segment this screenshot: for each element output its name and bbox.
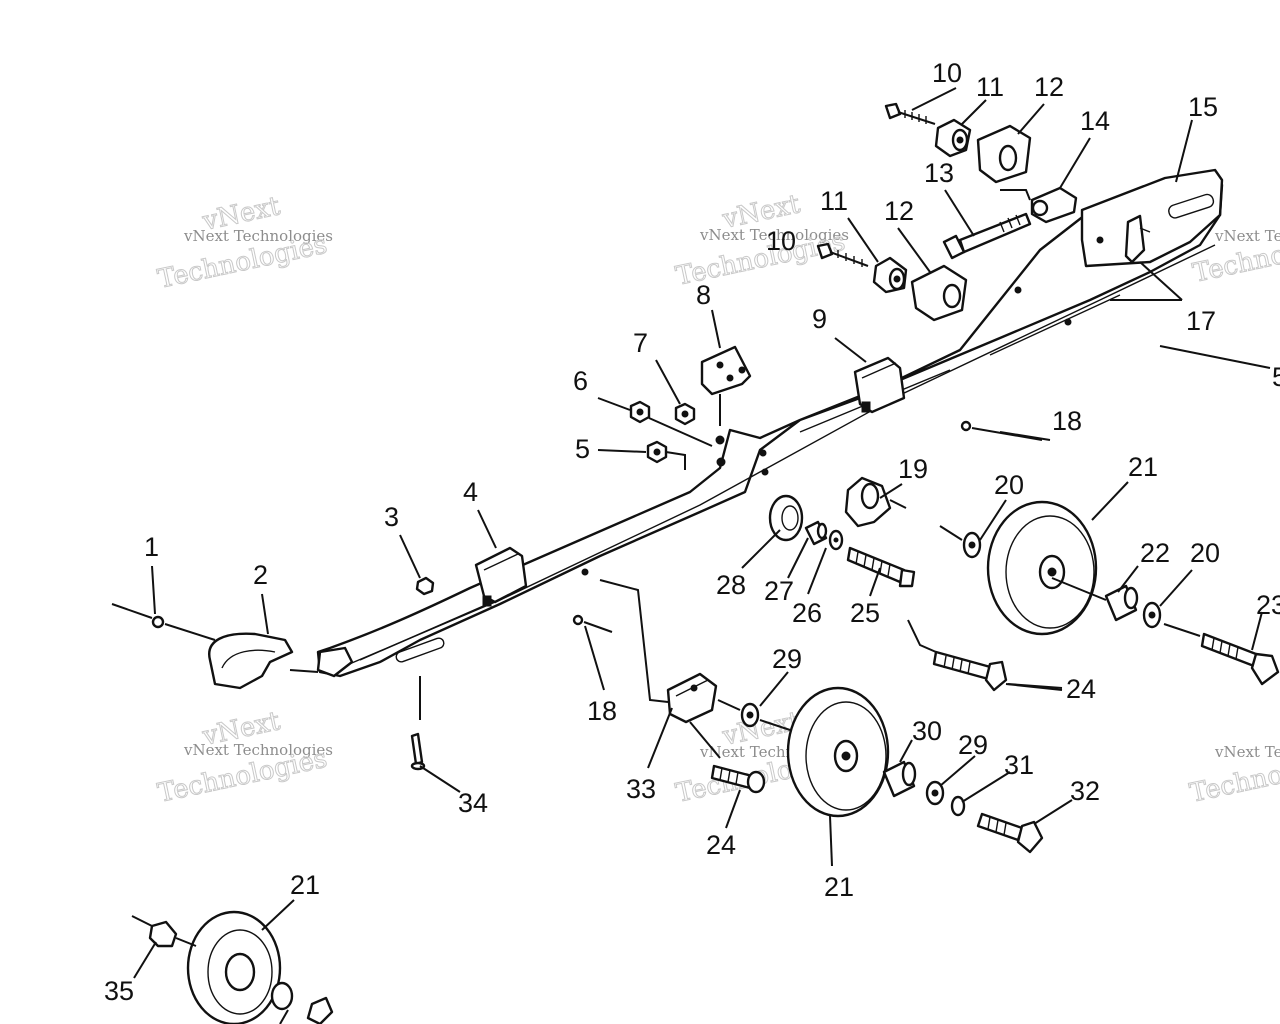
part-31-lock-washer[interactable] bbox=[950, 795, 966, 817]
watermark-left-bottom: vNext vNext Technologies Technologies bbox=[155, 706, 333, 810]
callout-27[interactable]: 27 bbox=[764, 576, 794, 606]
callout-10-top[interactable]: 10 bbox=[932, 58, 962, 88]
part-9-wear-block[interactable] bbox=[853, 356, 906, 414]
callout-11-top[interactable]: 11 bbox=[976, 72, 1004, 102]
part-1-pin[interactable] bbox=[111, 603, 216, 641]
callout-8[interactable]: 8 bbox=[696, 280, 711, 310]
wear-block-icon[interactable] bbox=[474, 546, 528, 607]
callout-5-left[interactable]: 5 bbox=[575, 434, 590, 464]
part-29-washer-left[interactable] bbox=[717, 699, 791, 731]
callout-1[interactable]: 1 bbox=[144, 532, 159, 562]
callout-22[interactable]: 22 bbox=[1140, 538, 1170, 568]
callout-18-upper[interactable]: 18 bbox=[1052, 406, 1082, 436]
part-29-washer-right[interactable] bbox=[925, 780, 945, 806]
part-32-bolt[interactable] bbox=[976, 812, 1044, 854]
callout-13[interactable]: 13 bbox=[924, 158, 954, 188]
part-30-spacer[interactable] bbox=[882, 760, 917, 798]
callout-29-right[interactable]: 29 bbox=[958, 730, 988, 760]
part-15-bracket[interactable] bbox=[1080, 168, 1224, 268]
idler-wheel-icon[interactable] bbox=[986, 500, 1107, 636]
callout-20-left[interactable]: 20 bbox=[994, 470, 1024, 500]
part-7-nut[interactable] bbox=[674, 402, 696, 426]
callout-33[interactable]: 33 bbox=[626, 774, 656, 804]
callout-4[interactable]: 4 bbox=[463, 477, 478, 507]
part-33-block[interactable] bbox=[599, 579, 721, 759]
part-12-block-top[interactable] bbox=[976, 124, 1032, 184]
part-21-wheel-bottom[interactable] bbox=[186, 910, 334, 1024]
part-27-spacer[interactable] bbox=[804, 520, 828, 546]
callout-17[interactable]: 17 bbox=[1186, 306, 1216, 336]
svg-text:vNext Technologies: vNext Technologies bbox=[1214, 743, 1280, 761]
callout-5-right[interactable]: 5 bbox=[1272, 362, 1280, 392]
part-20-washer-left[interactable] bbox=[939, 525, 982, 559]
leader-lines bbox=[133, 87, 1271, 1024]
callout-10-mid[interactable]: 10 bbox=[766, 226, 796, 256]
callout-labels: 1 2 3 4 5 5 6 7 8 9 10 10 11 11 12 12 13… bbox=[104, 58, 1280, 1006]
part-28-roller[interactable] bbox=[768, 494, 804, 542]
part-25-bolt[interactable] bbox=[846, 546, 916, 588]
callout-21-center[interactable]: 21 bbox=[824, 872, 854, 902]
callout-23[interactable]: 23 bbox=[1256, 590, 1280, 620]
callout-12-top[interactable]: 12 bbox=[1034, 72, 1064, 102]
rail-tip-icon[interactable] bbox=[208, 632, 319, 690]
callout-30[interactable]: 30 bbox=[912, 716, 942, 746]
callout-21-bottom[interactable]: 21 bbox=[290, 870, 320, 900]
svg-text:vNext Technologies: vNext Technologies bbox=[183, 227, 333, 245]
svg-text:vNext Technologies: vNext Technologies bbox=[183, 741, 333, 759]
callout-12-mid[interactable]: 12 bbox=[884, 196, 914, 226]
callout-31[interactable]: 31 bbox=[1004, 750, 1034, 780]
callout-28[interactable]: 28 bbox=[716, 570, 746, 600]
callout-34[interactable]: 34 bbox=[458, 788, 488, 818]
callout-15[interactable]: 15 bbox=[1188, 92, 1218, 122]
part-18-bolt-lower[interactable] bbox=[572, 614, 613, 633]
part-22-spacer[interactable] bbox=[1104, 584, 1139, 622]
part-3-nut[interactable] bbox=[415, 576, 435, 596]
callout-25[interactable]: 25 bbox=[850, 598, 880, 628]
callout-29-left[interactable]: 29 bbox=[772, 644, 802, 674]
part-17-clip[interactable] bbox=[1124, 214, 1183, 301]
svg-text:vNext Technologies: vNext Technologies bbox=[1214, 227, 1280, 245]
part-13-bolt[interactable] bbox=[942, 212, 1032, 260]
watermark-right-bottom: vNext Technologies Technologies bbox=[1187, 743, 1280, 809]
part-11-spacer-mid[interactable] bbox=[872, 256, 908, 294]
callout-9[interactable]: 9 bbox=[812, 304, 827, 334]
callout-14[interactable]: 14 bbox=[1080, 106, 1110, 136]
part-21-wheel-lower[interactable] bbox=[786, 686, 890, 818]
callout-21-right[interactable]: 21 bbox=[1128, 452, 1158, 482]
callout-18-lower[interactable]: 18 bbox=[587, 696, 617, 726]
part-19-pivot[interactable] bbox=[844, 476, 907, 528]
callout-7[interactable]: 7 bbox=[633, 328, 648, 358]
part-14-nut[interactable] bbox=[1000, 186, 1078, 224]
svg-text:vNext Technologies: vNext Technologies bbox=[699, 226, 849, 244]
callout-35[interactable]: 35 bbox=[104, 976, 134, 1006]
part-20-washer-right[interactable] bbox=[1142, 601, 1162, 629]
callout-20-right[interactable]: 20 bbox=[1190, 538, 1220, 568]
callout-6[interactable]: 6 bbox=[573, 366, 588, 396]
part-35-bolt[interactable] bbox=[131, 915, 197, 948]
part-24-bolt-lower[interactable] bbox=[710, 764, 766, 794]
part-24-bolt-right[interactable] bbox=[907, 619, 1063, 692]
callout-11-mid[interactable]: 11 bbox=[820, 186, 848, 216]
watermark-left-top: vNext vNext Technologies Technologies bbox=[155, 191, 333, 296]
part-5-nut[interactable] bbox=[646, 440, 686, 470]
callout-24-right[interactable]: 24 bbox=[1066, 674, 1096, 704]
part-10-bolt-mid[interactable] bbox=[816, 242, 869, 267]
part-6-nut[interactable] bbox=[629, 400, 713, 447]
callout-26[interactable]: 26 bbox=[792, 598, 822, 628]
part-23-bolt[interactable] bbox=[1163, 623, 1280, 686]
callout-3[interactable]: 3 bbox=[384, 502, 399, 532]
part-34-screw[interactable] bbox=[410, 676, 426, 771]
callout-24-lower[interactable]: 24 bbox=[706, 830, 736, 860]
part-12-block-mid[interactable] bbox=[910, 264, 968, 322]
bracket-icon[interactable] bbox=[700, 345, 752, 426]
callout-32[interactable]: 32 bbox=[1070, 776, 1100, 806]
part-11-spacer-top[interactable] bbox=[934, 118, 972, 158]
part-10-bolt-top[interactable] bbox=[884, 102, 936, 125]
callout-2[interactable]: 2 bbox=[253, 560, 268, 590]
watermark-center-top: vNext vNext Technologies Technologies bbox=[673, 189, 849, 293]
part-26-washer[interactable] bbox=[828, 529, 844, 551]
callout-19[interactable]: 19 bbox=[898, 454, 928, 484]
